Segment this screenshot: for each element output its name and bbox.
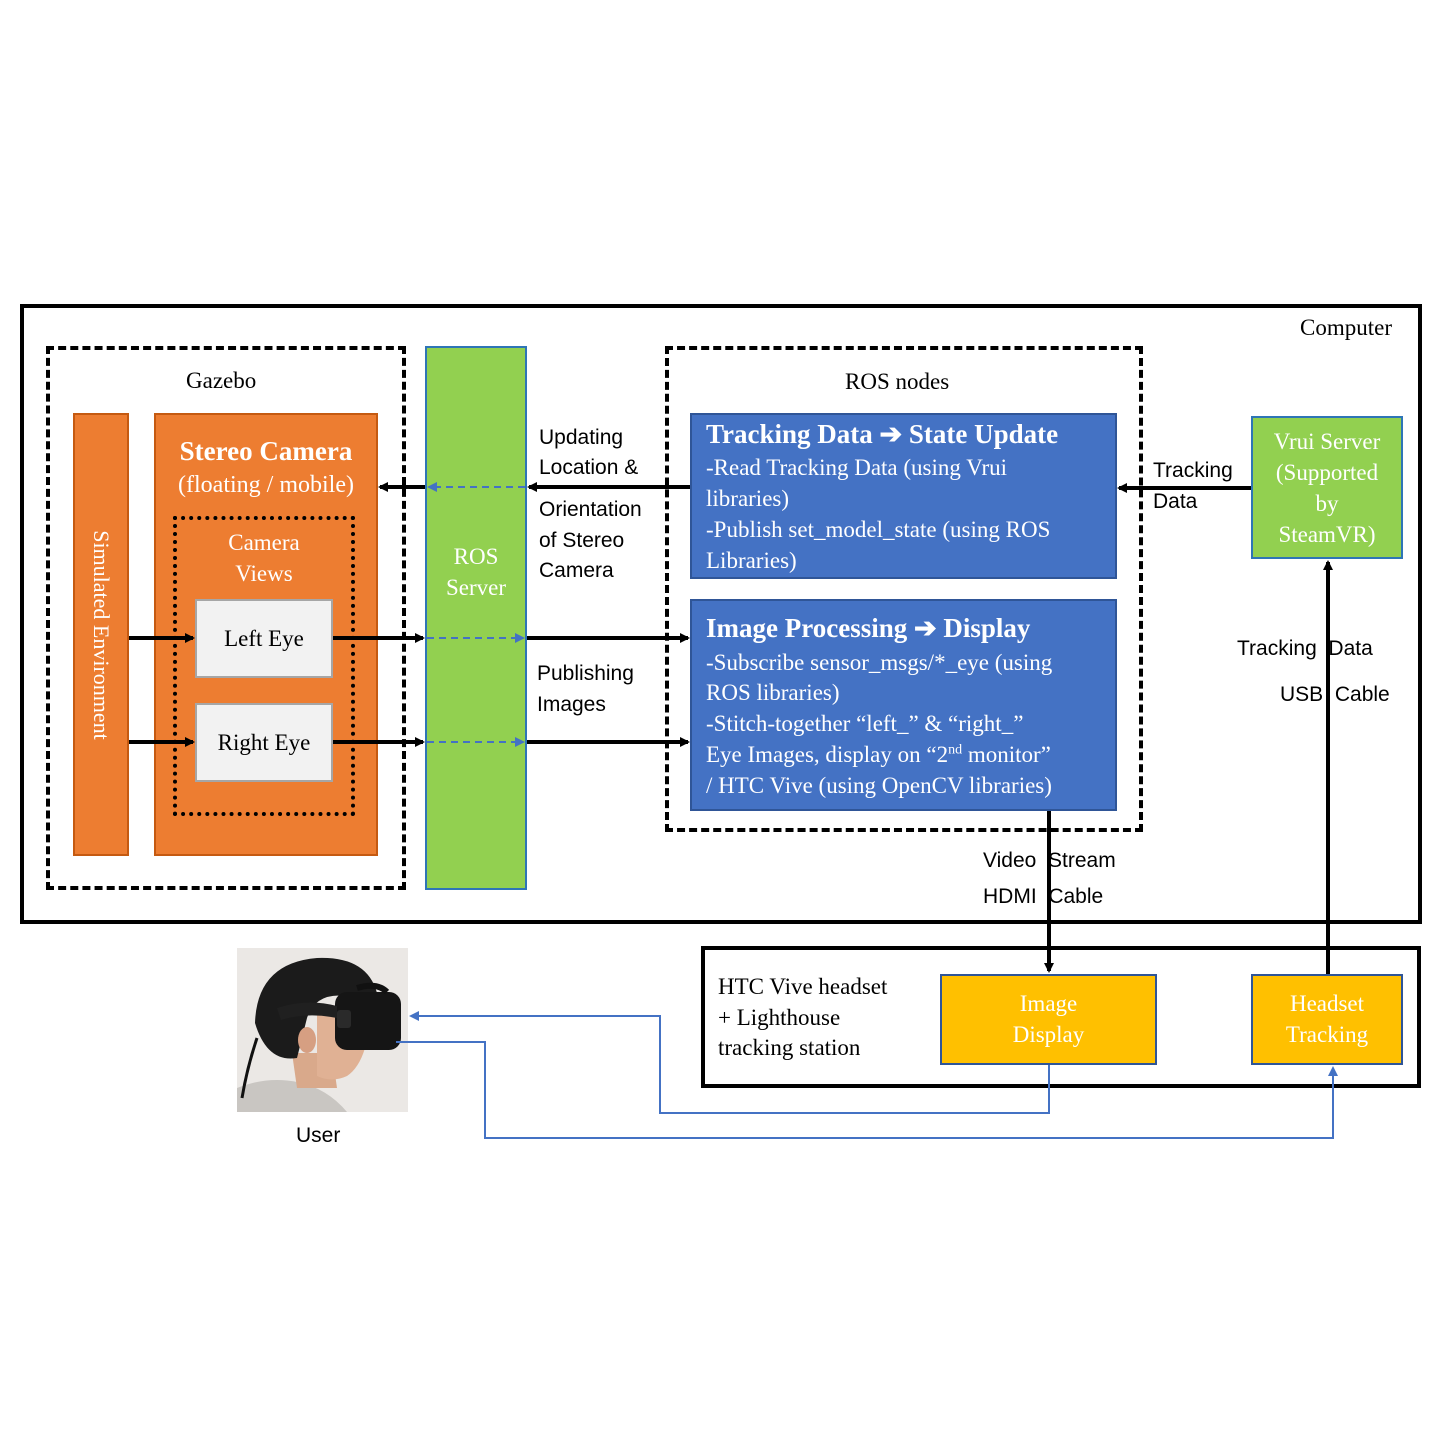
camera-views-label-1: Camera — [228, 530, 300, 555]
vrui-server-line-3: by — [1315, 491, 1339, 516]
user-photo — [237, 948, 408, 1112]
ros-server-label-1: ROS — [453, 544, 499, 569]
ros-nodes-label: ROS nodes — [845, 369, 950, 394]
updating-label-5: Camera — [539, 559, 614, 582]
ros-nodes-group — [665, 346, 1143, 832]
user-label: User — [296, 1124, 341, 1147]
ros-server-block — [425, 346, 527, 890]
vrui-server-line-4: SteamVR) — [1278, 522, 1376, 547]
updating-label-4: of Stereo — [539, 529, 625, 552]
image-node-line-3: -Stitch-together “left_” & “right_” — [706, 711, 1024, 736]
ros-server-label-2: Server — [445, 575, 507, 600]
stereo-camera-subtitle: (floating / mobile) — [178, 472, 354, 498]
gazebo-group — [46, 346, 406, 890]
vrui-server-block — [1251, 416, 1403, 559]
image-display-label-1: Image — [1019, 991, 1078, 1016]
image-node-title: Image Processing ➔ Display — [706, 613, 1031, 643]
tracking-data-label-2: Data — [1153, 490, 1198, 513]
computer-label: Computer — [1300, 315, 1392, 340]
tracking-node-line-3: -Publish set_model_state (using ROS — [706, 517, 1051, 542]
image-node-line-4: Eye Images, display on “2nd monitor” — [706, 742, 1051, 767]
updating-label-3: Orientation — [539, 498, 642, 521]
tracking-state-node — [690, 413, 1117, 579]
left-eye-box: Left Eye — [195, 599, 333, 678]
vrui-server-line-1: Vrui Server — [1273, 429, 1381, 454]
right-eye-box: Right Eye — [195, 703, 333, 782]
tracking-usb-label-2: USB Cable — [1280, 683, 1390, 706]
htc-label-3: tracking station — [718, 1035, 861, 1060]
headset-tracking-label-1: Headset — [1289, 991, 1365, 1016]
stereo-camera-title: Stereo Camera — [179, 436, 353, 466]
headset-tracking-block — [1251, 974, 1403, 1065]
vrui-server-line-2: (Supported — [1275, 460, 1379, 485]
headset-tracking-label-2: Tracking — [1285, 1022, 1369, 1047]
htc-label-2: + Lighthouse — [718, 1005, 841, 1030]
updating-label-2: Location & — [539, 456, 639, 479]
tracking-node-line-1: -Read Tracking Data (using Vrui — [706, 455, 1007, 480]
simulated-environment-label: Simulated Environment — [89, 530, 114, 740]
image-display-block — [940, 974, 1157, 1065]
left-eye-label: Left Eye — [224, 625, 304, 651]
tracking-node-title: Tracking Data ➔ State Update — [706, 419, 1059, 449]
image-node-line-2: ROS libraries) — [706, 680, 840, 705]
tracking-node-line-4: Libraries) — [706, 548, 797, 573]
image-node-line-5: / HTC Vive (using OpenCV libraries) — [706, 773, 1052, 798]
tracking-node-line-2: libraries) — [706, 486, 790, 511]
video-hdmi-label-2: HDMI Cable — [983, 885, 1104, 908]
tracking-usb-label-1: Tracking Data — [1237, 637, 1373, 660]
right-eye-label: Right Eye — [217, 729, 311, 755]
simulated-environment-block — [73, 413, 129, 856]
image-display-label-2: Display — [1012, 1022, 1085, 1047]
camera-views-label-2: Views — [235, 561, 293, 586]
camera-views-group — [173, 516, 355, 816]
computer-boundary — [20, 304, 1422, 924]
htc-label-1: HTC Vive headset — [718, 974, 888, 999]
publishing-label-1: Publishing — [537, 662, 634, 685]
tracking-data-label-1: Tracking — [1153, 459, 1233, 482]
video-hdmi-label-1: Video Stream — [983, 849, 1116, 872]
image-processing-node — [690, 599, 1117, 811]
image-node-line-1: -Subscribe sensor_msgs/*_eye (using — [706, 650, 1053, 675]
updating-label-1: Updating — [539, 426, 624, 449]
publishing-label-2: Images — [537, 693, 606, 716]
gazebo-label: Gazebo — [186, 368, 257, 393]
